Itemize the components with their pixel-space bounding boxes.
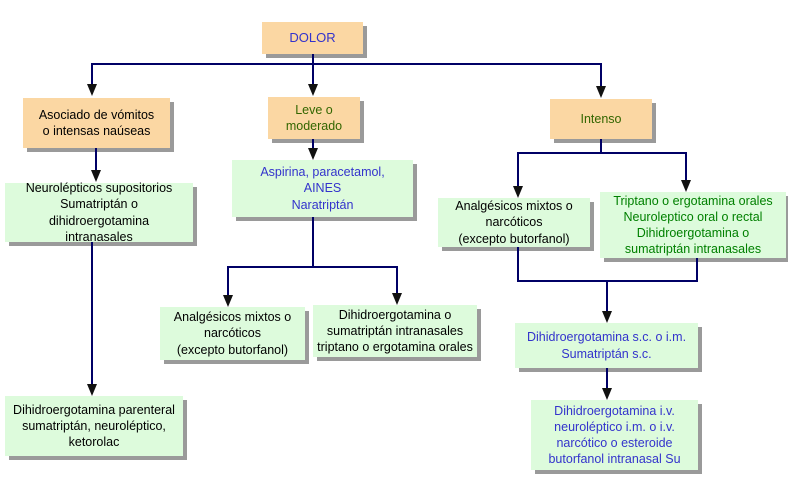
edge-intenso-split bbox=[517, 152, 687, 154]
node-triptano-ergotamina: Triptano o ergotamina orales Neuroleptic… bbox=[600, 192, 786, 258]
edge-intenso-stem bbox=[600, 139, 602, 154]
edge-dihi-sc-iv bbox=[606, 368, 608, 388]
edge-to-triptano bbox=[685, 152, 687, 180]
arrowhead-parenteral bbox=[87, 384, 97, 396]
edge-aspirina-stem bbox=[312, 217, 314, 268]
arrowhead-aspirina bbox=[308, 148, 318, 160]
arrowhead-intenso bbox=[596, 86, 606, 98]
node-intenso: Intenso bbox=[550, 99, 652, 139]
arrowhead-dihi-intra bbox=[392, 293, 402, 305]
edge-dolor-stem bbox=[312, 54, 314, 64]
arrowhead-leve bbox=[308, 84, 318, 96]
node-dihidroergotamina-intranasal: Dihidroergotamina o sumatriptán intranas… bbox=[313, 305, 477, 357]
arrowhead-neuro bbox=[91, 170, 101, 182]
edge-to-dihi-intra bbox=[396, 266, 398, 293]
edge-neuro-parenteral bbox=[91, 242, 93, 384]
arrowhead-dihi-sc bbox=[602, 311, 612, 323]
node-asociado-vomitos: Asociado de vómitos o intensas naúseas bbox=[23, 98, 170, 148]
edge-dolor-split bbox=[91, 63, 602, 65]
arrowhead-analg-int bbox=[513, 186, 523, 198]
edge-to-analg-int bbox=[517, 152, 519, 186]
node-neurolepticos-supositorios: Neurolépticos supositorios Sumatriptán o… bbox=[5, 181, 193, 244]
node-leve-o-moderado: Leve o moderado bbox=[268, 97, 360, 139]
edge-to-vomitos bbox=[91, 63, 93, 84]
edge-to-dihi-sc bbox=[606, 280, 608, 311]
edge-analg-int-join bbox=[517, 247, 519, 282]
node-analgesicos-mixtos-intenso: Analgésicos mixtos o narcóticos (excepto… bbox=[438, 198, 590, 247]
node-dihidroergotamina-parenteral: Dihidroergotamina parenteral sumatriptán… bbox=[5, 396, 183, 456]
edge-triptano-join bbox=[696, 258, 698, 282]
node-dihidroergotamina-iv: Dihidroergotamina i.v. neuroléptico i.m.… bbox=[531, 400, 698, 470]
edge-to-intenso bbox=[600, 63, 602, 86]
arrowhead-vomitos bbox=[87, 84, 97, 96]
edge-to-leve bbox=[312, 63, 314, 84]
edge-aspirina-split bbox=[227, 266, 398, 268]
arrowhead-analg-mod bbox=[223, 295, 233, 307]
edge-to-analg-mod bbox=[227, 266, 229, 295]
arrowhead-triptano bbox=[681, 180, 691, 192]
node-dihidroergotamina-sc: Dihidroergotamina s.c. o i.m. Sumatriptá… bbox=[515, 323, 698, 368]
node-analgesicos-mixtos-moderado: Analgésicos mixtos o narcóticos (excepto… bbox=[160, 307, 305, 360]
node-dolor: DOLOR bbox=[262, 22, 363, 54]
arrowhead-dihi-iv bbox=[602, 388, 612, 400]
edge-leve-aspirina bbox=[312, 139, 314, 148]
edge-vomitos-neuro bbox=[95, 148, 97, 170]
node-aspirina-paracetamol: Aspirina, paracetamol, AINES Naratriptán bbox=[232, 160, 413, 217]
